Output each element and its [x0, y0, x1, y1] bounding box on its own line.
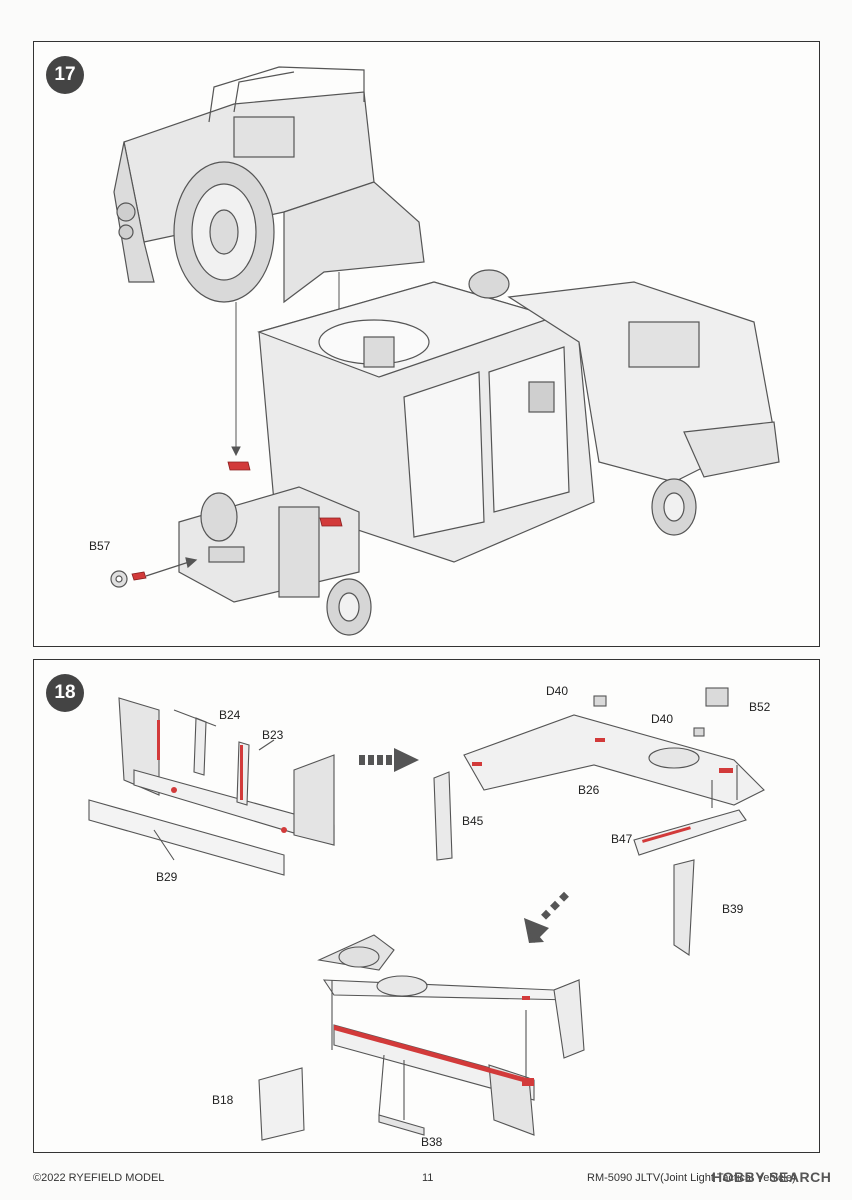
copyright-text: ©2022 RYEFIELD MODEL [33, 1172, 165, 1184]
side-wall-highlights [157, 720, 287, 833]
watermark-logo: HOBBY SEARCH [712, 1169, 832, 1185]
combined-frame-highlights [334, 996, 534, 1086]
part-label-b47: B47 [611, 832, 633, 846]
part-label-b26: B26 [578, 783, 600, 797]
part-label-d40-right: D40 [651, 712, 674, 726]
page-number: 11 [422, 1172, 434, 1184]
part-label-b57: B57 [89, 539, 111, 553]
step-number-badge: 18 [46, 674, 84, 712]
attach-point-highlights [131, 461, 343, 581]
next-step-arrow-diagonal [524, 891, 569, 943]
cab-hull-illustration [257, 281, 595, 563]
rear-module-illustration [113, 66, 425, 304]
engine-hood-illustration [468, 269, 780, 536]
part-label-b45: B45 [462, 814, 484, 828]
step-18-drawing [88, 687, 765, 1141]
step-number-badge: 17 [46, 56, 84, 94]
step-17-drawing [110, 66, 780, 636]
part-label-b38: B38 [421, 1135, 443, 1149]
part-label-b23: B23 [262, 728, 284, 742]
upper-frame-highlights [472, 738, 733, 843]
side-wall-subassembly [88, 697, 335, 876]
part-label-b24: B24 [219, 708, 241, 722]
next-step-arrow [359, 748, 419, 772]
combined-frame-subassembly [258, 934, 585, 1141]
rear-chassis-illustration [178, 486, 372, 636]
upper-frame-subassembly [433, 687, 765, 956]
product-code-text: RM-5090 JLTV(Joint Light Tactical Vehicl… [587, 1172, 796, 1184]
step-17-panel: 17 [33, 41, 820, 647]
step-18-panel: 18 [33, 659, 820, 1153]
part-label-b39: B39 [722, 902, 744, 916]
part-label-d40-top: D40 [546, 684, 569, 698]
b57-hook-part [110, 557, 198, 588]
part-label-b52: B52 [749, 700, 771, 714]
part-label-b18: B18 [212, 1093, 234, 1107]
part-label-b29: B29 [156, 870, 178, 884]
